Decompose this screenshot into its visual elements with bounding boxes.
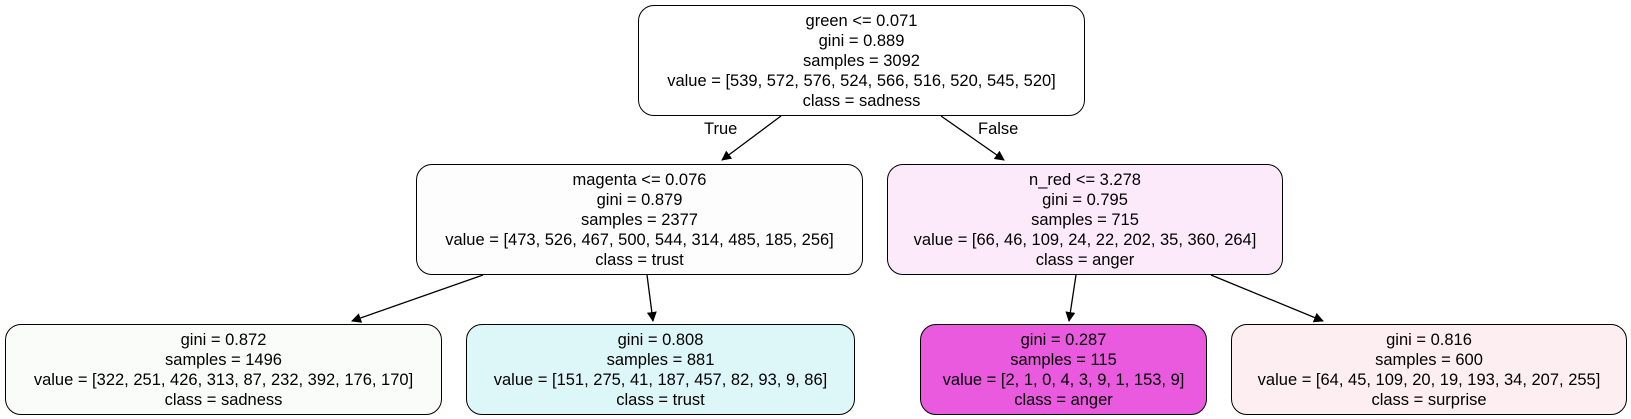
- node-gini: gini = 0.872: [180, 330, 267, 349]
- tree-node-right: n_red <= 3.278 gini = 0.795 samples = 71…: [887, 164, 1283, 275]
- node-samples: samples = 1496: [165, 350, 282, 369]
- node-class: class = anger: [1014, 390, 1113, 409]
- node-gini: gini = 0.816: [1386, 330, 1472, 349]
- node-gini: gini = 0.879: [596, 190, 683, 209]
- tree-leaf-left-left: gini = 0.872 samples = 1496 value = [322…: [5, 324, 442, 415]
- node-class: class = trust: [616, 390, 705, 409]
- tree-leaf-left-right: gini = 0.808 samples = 881 value = [151,…: [466, 324, 855, 415]
- edge-right-rightright: [1210, 274, 1324, 323]
- node-class: class = sadness: [164, 390, 283, 409]
- edge-left-leftleft: [351, 274, 484, 323]
- edge-label-false: False: [978, 120, 1019, 138]
- node-gini: gini = 0.287: [1020, 330, 1107, 349]
- node-samples: samples = 3092: [803, 51, 920, 70]
- node-class: class = sadness: [802, 91, 921, 110]
- tree-node-left: magenta <= 0.076 gini = 0.879 samples = …: [416, 164, 863, 275]
- node-class: class = surprise: [1371, 390, 1487, 409]
- edge-right-rightleft: [1065, 274, 1077, 322]
- node-samples: samples = 600: [1375, 350, 1483, 369]
- node-samples: samples = 2377: [581, 210, 698, 229]
- node-gini: gini = 0.889: [818, 31, 905, 50]
- edge-left-leftright: [646, 274, 657, 322]
- node-gini: gini = 0.808: [617, 330, 704, 349]
- node-value: value = [66, 46, 109, 24, 22, 202, 35, 3…: [913, 230, 1257, 249]
- node-value: value = [539, 572, 576, 524, 566, 516, 5…: [667, 71, 1056, 90]
- node-samples: samples = 715: [1031, 210, 1139, 229]
- node-value: value = [473, 526, 467, 500, 544, 314, 4…: [445, 230, 834, 249]
- node-samples: samples = 881: [606, 350, 715, 369]
- edge-label-true: True: [704, 120, 738, 138]
- node-class: class = trust: [595, 250, 684, 269]
- node-value: value = [2, 1, 0, 4, 3, 9, 1, 153, 9]: [942, 370, 1185, 389]
- node-gini: gini = 0.795: [1042, 190, 1128, 209]
- tree-leaf-right-left: gini = 0.287 samples = 115 value = [2, 1…: [920, 324, 1207, 415]
- node-condition: green <= 0.071: [805, 11, 918, 30]
- node-value: value = [322, 251, 426, 313, 87, 232, 39…: [33, 370, 414, 389]
- tree-node-root: green <= 0.071 gini = 0.889 samples = 30…: [638, 5, 1085, 116]
- node-value: value = [64, 45, 109, 20, 19, 193, 34, 2…: [1257, 370, 1601, 389]
- node-condition: n_red <= 3.278: [1029, 170, 1141, 189]
- node-class: class = anger: [1035, 250, 1135, 269]
- node-condition: magenta <= 0.076: [572, 170, 707, 189]
- node-samples: samples = 115: [1010, 350, 1117, 369]
- tree-leaf-right-right: gini = 0.816 samples = 600 value = [64, …: [1231, 324, 1627, 415]
- node-value: value = [151, 275, 41, 187, 457, 82, 93,…: [493, 370, 828, 389]
